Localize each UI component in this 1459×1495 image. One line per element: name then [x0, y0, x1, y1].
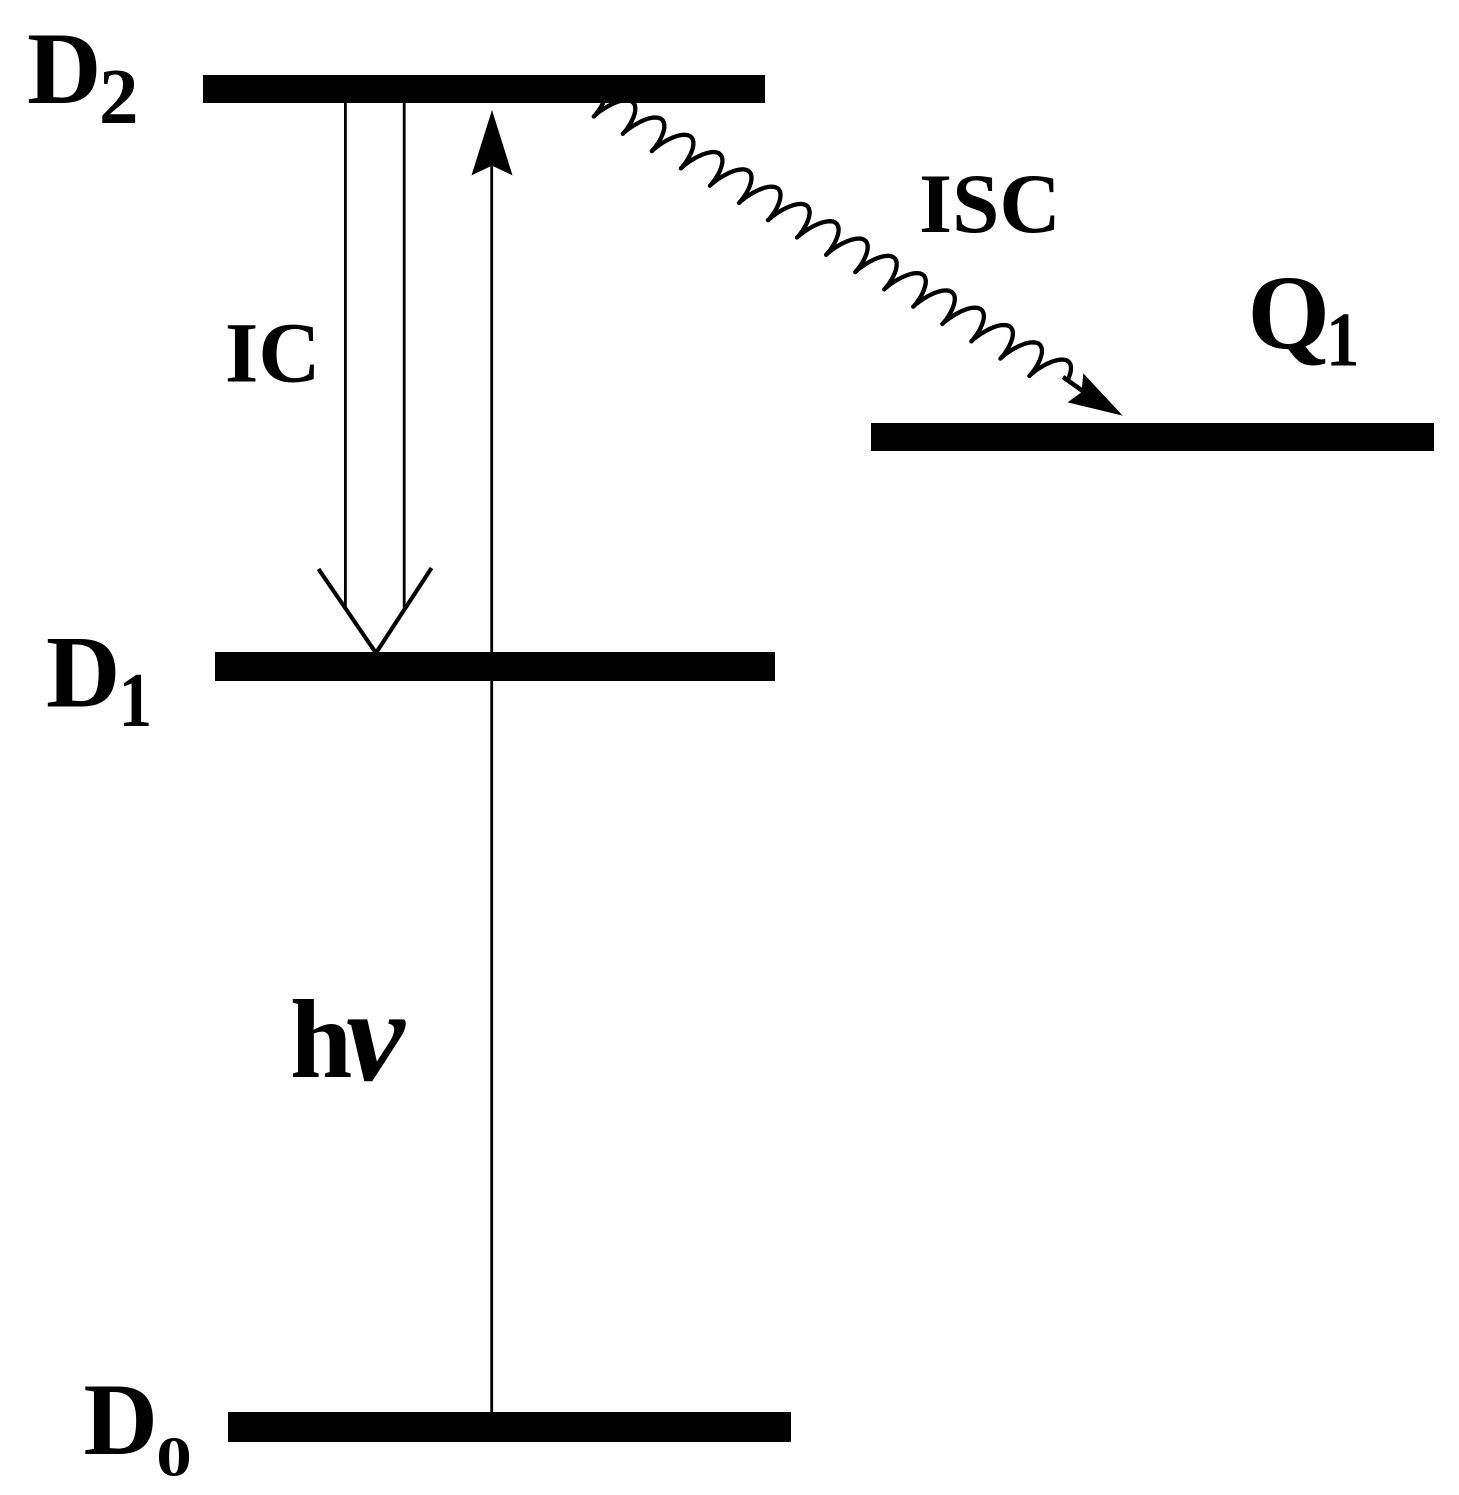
svg-text:ν: ν: [346, 962, 406, 1109]
svg-text:D: D: [27, 12, 101, 126]
svg-text:h: h: [290, 978, 352, 1102]
svg-text:0: 0: [156, 1425, 192, 1487]
svg-text:Q: Q: [1248, 254, 1330, 371]
svg-text:1: 1: [119, 658, 152, 743]
svg-text:1: 1: [1326, 297, 1359, 382]
svg-text:D: D: [84, 1363, 158, 1477]
svg-text:D: D: [46, 616, 120, 730]
svg-text:IC: IC: [225, 305, 321, 401]
svg-text:2: 2: [99, 54, 139, 141]
svg-text:ISC: ISC: [919, 157, 1061, 251]
